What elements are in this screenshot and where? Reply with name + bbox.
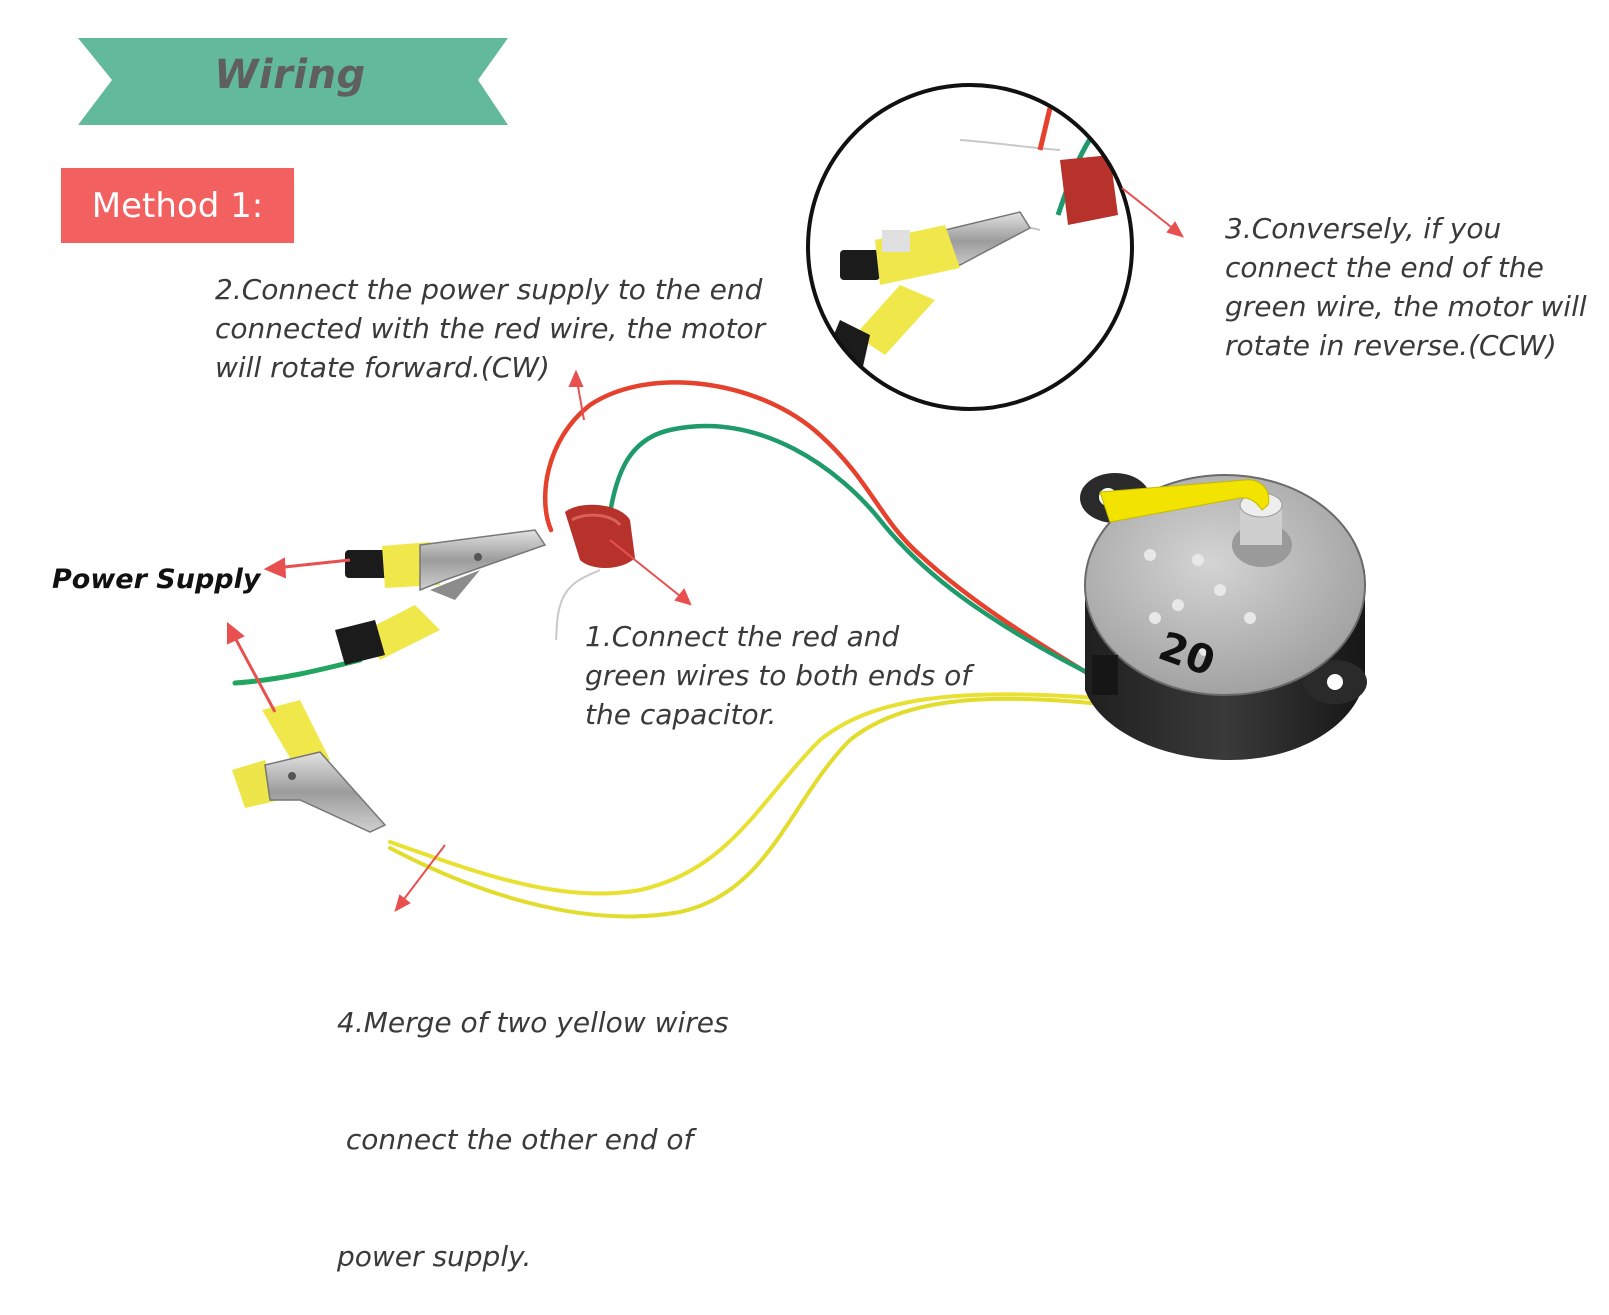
- note-step2-line2: connected with the red wire, the motor: [215, 312, 766, 345]
- inset-closeup: [806, 83, 1134, 411]
- capacitor: [565, 504, 635, 568]
- yellow-wire-2: [388, 696, 1122, 919]
- note-step1-line2: green wires to both ends of: [585, 659, 972, 692]
- note-step3-line1: 3.Conversely, if you: [1225, 212, 1502, 245]
- note-step3: 3.Conversely, if you connect the end of …: [1225, 209, 1587, 365]
- synchronous-motor: [1080, 473, 1367, 760]
- power-supply-label: Power Supply: [52, 564, 261, 595]
- note-step4: 4.Merge of two yellow wires connect the …: [337, 925, 729, 1315]
- arrow-power-1: [274, 558, 351, 570]
- red-wire: [542, 380, 1118, 693]
- annotation-arrows: [227, 187, 1185, 913]
- page-title: Wiring: [214, 52, 366, 98]
- note-step4-line3: power supply.: [337, 1240, 532, 1273]
- note-step4-line1: 4.Merge of two yellow wires: [337, 1006, 729, 1039]
- arrow-step1: [609, 539, 691, 605]
- green-wire-clip: [335, 605, 440, 665]
- arrow-step4: [397, 844, 446, 908]
- note-step2-line3: will rotate forward.(CW): [215, 351, 550, 384]
- note-step2-line1: 2.Connect the power supply to the end: [215, 273, 763, 306]
- note-step1-line3: the capacitor.: [585, 698, 777, 731]
- capacitor-lead: [555, 569, 601, 641]
- green-wire: [605, 423, 1115, 688]
- note-step1: 1.Connect the red and green wires to bot…: [585, 617, 971, 734]
- wiring-diagram: 20: [52, 38, 1587, 1273]
- diagram-canvas: 20: [78, 38, 1367, 919]
- arrow-step3: [1121, 187, 1181, 235]
- note-step1-line1: 1.Connect the red and: [585, 620, 900, 653]
- note-step3-line4: rotate in reverse.(CCW): [1225, 329, 1557, 362]
- note-step2: 2.Connect the power supply to the end co…: [215, 270, 765, 387]
- yellow-wire-1: [388, 692, 1122, 896]
- upper-alligator-clip: [345, 529, 547, 600]
- note-step3-line3: green wire, the motor will: [1225, 290, 1587, 323]
- method-label: Method 1:: [61, 168, 294, 243]
- arrow-power-2: [231, 633, 277, 713]
- note-step4-line2: connect the other end of: [337, 1123, 694, 1156]
- note-step3-line2: connect the end of the: [1225, 251, 1544, 284]
- lower-alligator-clip: [232, 700, 387, 833]
- title-banner: [78, 38, 508, 125]
